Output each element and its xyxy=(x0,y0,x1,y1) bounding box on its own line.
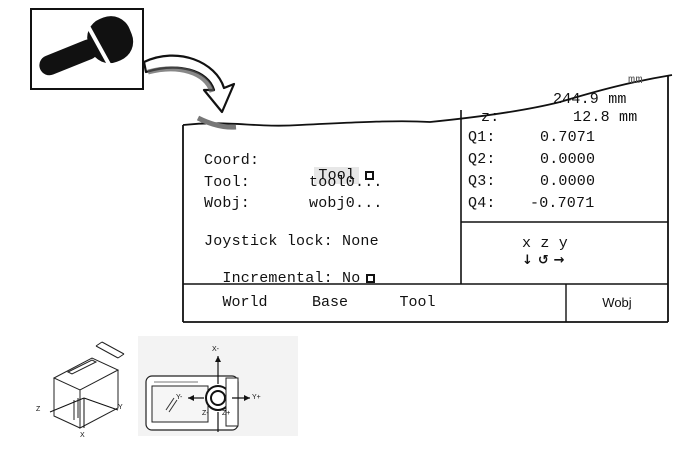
incremental-field[interactable]: Incremental: No xyxy=(204,253,376,287)
curved-arrow-icon xyxy=(142,54,236,114)
img2-yplus-label: Y+ xyxy=(252,394,261,401)
partial-unit-text: mm xyxy=(628,73,643,87)
axes-text: x z y xyxy=(522,235,569,252)
tool-frame-diagram: Z Y X xyxy=(34,336,146,444)
q2-value: 0.0000 xyxy=(540,151,596,168)
joystick-icon xyxy=(30,8,144,90)
y-value: 244.9 mm xyxy=(553,91,627,108)
joystick-lock-text[interactable]: Joystick lock: None xyxy=(204,233,379,250)
img2-zminus-label: Z- xyxy=(202,410,209,417)
coord-label: Coord: xyxy=(204,152,260,169)
z-label: z: xyxy=(481,109,500,126)
img1-y-label: Y xyxy=(118,404,123,411)
flexpendant-axes-diagram: X- Y- Y+ Z- Z+ xyxy=(138,336,298,436)
q1-value: 0.7071 xyxy=(540,129,596,146)
img1-x-label: X xyxy=(80,432,85,439)
coord-checkbox[interactable] xyxy=(365,170,375,180)
img2-yminus-label: Y- xyxy=(176,394,183,401)
coord-field[interactable]: Tool xyxy=(296,150,375,184)
incremental-checkbox[interactable] xyxy=(366,273,376,283)
q3-value: 0.0000 xyxy=(540,173,596,190)
axes-arrows: ↓ ↺ → xyxy=(522,253,565,268)
tool-button[interactable]: Tool xyxy=(399,294,436,311)
incremental-text: Incremental: No xyxy=(222,270,361,287)
q4-value: -0.7071 xyxy=(530,195,595,212)
z-value: 12.8 mm xyxy=(573,109,638,126)
img2-zplus-label: Z+ xyxy=(222,410,231,417)
img2-xminus-label: X- xyxy=(212,346,219,353)
tool-value[interactable]: tool0... xyxy=(309,174,383,191)
coord-value: Tool xyxy=(314,167,360,184)
q4-label: Q4: xyxy=(468,195,496,212)
wobj-value[interactable]: wobj0... xyxy=(309,195,383,212)
base-button[interactable]: Base xyxy=(311,294,348,311)
q3-label: Q3: xyxy=(468,173,496,190)
img1-z-label: Z xyxy=(36,406,41,413)
q2-label: Q2: xyxy=(468,151,496,168)
wobj-label: Wobj: xyxy=(204,195,251,212)
tool-label: Tool: xyxy=(204,174,251,191)
q1-label: Q1: xyxy=(468,129,496,146)
world-button[interactable]: World xyxy=(222,294,268,311)
wobj-button[interactable]: Wobj xyxy=(602,295,632,310)
